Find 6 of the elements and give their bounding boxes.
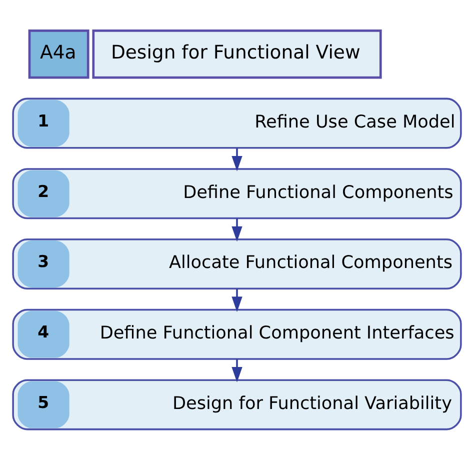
arrow <box>232 288 242 312</box>
arrow <box>232 148 242 171</box>
arrow <box>232 358 242 382</box>
node-box: Design for Functional View <box>92 29 382 78</box>
arrow <box>232 218 242 242</box>
node-box: A4a <box>28 29 90 78</box>
